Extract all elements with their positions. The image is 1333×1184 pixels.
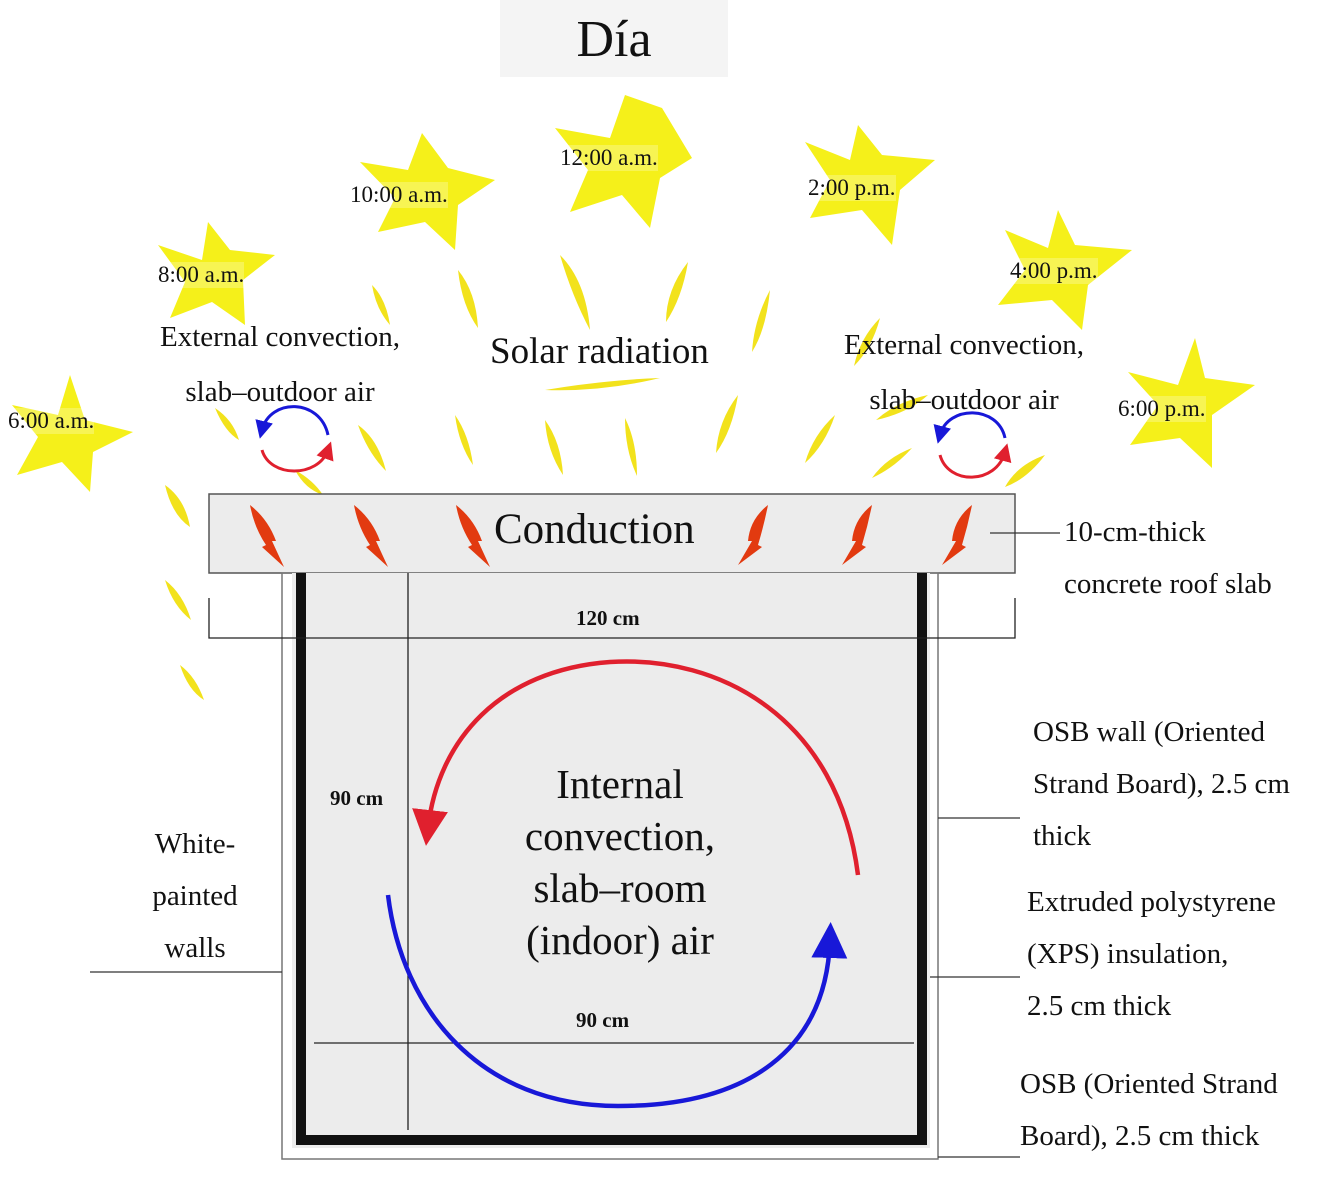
time-label-6am: 6:00 a.m. xyxy=(8,408,95,434)
external-convection-cycle-right xyxy=(933,411,1012,479)
sun-2pm-icon xyxy=(805,125,935,245)
roof-slab-line-1: 10-cm-thick xyxy=(1064,516,1206,548)
conduction-arrow-icon xyxy=(354,505,388,567)
white-walls-label: White- painted walls xyxy=(110,818,280,974)
sun-10am-icon xyxy=(360,133,495,250)
xps-line-2: (XPS) insulation, xyxy=(1027,938,1229,970)
osb-floor-line-1: OSB (Oriented Strand xyxy=(1020,1068,1278,1100)
external-convection-right-line-1: External convection, xyxy=(844,329,1084,361)
osb-floor-line-2: Board), 2.5 cm thick xyxy=(1020,1120,1260,1152)
xps-line-3: 2.5 cm thick xyxy=(1027,990,1172,1022)
internal-convection-line-3: slab–room xyxy=(533,865,707,911)
suns xyxy=(12,95,1255,492)
time-label-10am: 10:00 a.m. xyxy=(350,182,448,208)
conduction-arrow-icon xyxy=(738,505,768,565)
white-walls-line-2: painted xyxy=(152,880,238,912)
sun-6pm-icon xyxy=(1128,338,1255,468)
internal-convection-line-2: convection, xyxy=(524,813,716,859)
osb-wall-line-1: OSB wall (Oriented xyxy=(1033,716,1265,748)
internal-convection-hot-arrow xyxy=(412,659,861,876)
conduction-arrow-icon xyxy=(842,505,872,565)
white-walls-line-3: walls xyxy=(164,932,226,964)
room-interior xyxy=(292,573,930,1148)
time-label-2pm: 2:00 p.m. xyxy=(808,175,896,201)
inner-wall xyxy=(296,573,927,1145)
osb-wall-line-2: Strand Board), 2.5 cm xyxy=(1033,768,1290,800)
time-label-12am: 12:00 a.m. xyxy=(560,145,658,171)
sun-8am-icon xyxy=(158,222,275,325)
external-convection-cycle-left xyxy=(255,405,334,473)
external-convection-right-line-2: slab–outdoor air xyxy=(869,384,1059,416)
time-label-4pm: 4:00 p.m. xyxy=(1010,258,1098,284)
dim-height-label: 90 cm xyxy=(330,786,384,810)
osb-wall-line-3: thick xyxy=(1033,820,1091,852)
internal-convection-cold-arrow xyxy=(385,894,848,1109)
time-label-8am: 8:00 a.m. xyxy=(158,262,245,288)
external-convection-left-line-1: External convection, xyxy=(160,321,400,353)
solar-rays xyxy=(165,255,1045,700)
xps-label: Extruded polystyrene (XPS) insulation, 2… xyxy=(1027,876,1276,1032)
external-convection-right-label: External convection, slab–outdoor air xyxy=(802,318,1126,428)
page-title: Día xyxy=(576,11,652,68)
time-label-6pm: 6:00 p.m. xyxy=(1118,396,1206,422)
internal-convection-line-4: (indoor) air xyxy=(526,917,714,963)
dim-depth-label: 90 cm xyxy=(576,1008,630,1032)
internal-convection-line-1: Internal xyxy=(556,761,684,807)
title-background xyxy=(500,0,728,77)
conduction-arrow-icon xyxy=(942,505,972,565)
conduction-arrows xyxy=(250,505,972,567)
leader-lines xyxy=(90,532,1060,1158)
sun-6am-icon xyxy=(12,375,133,492)
dim-width-line xyxy=(208,598,1016,639)
dim-width-label: 120 cm xyxy=(576,606,640,630)
roof-slab-label: 10-cm-thick concrete roof slab xyxy=(1064,506,1272,610)
conduction-arrow-icon xyxy=(456,505,490,567)
conduction-arrow-icon xyxy=(250,505,284,567)
osb-floor-label: OSB (Oriented Strand Board), 2.5 cm thic… xyxy=(1020,1058,1278,1162)
conduction-label: Conduction xyxy=(494,506,695,553)
solar-radiation-label: Solar radiation xyxy=(490,331,709,372)
osb-wall-label: OSB wall (Oriented Strand Board), 2.5 cm… xyxy=(1033,706,1290,862)
external-convection-left-label: External convection, slab–outdoor air xyxy=(118,310,442,420)
dimension-lines xyxy=(208,573,1016,1130)
sun-4pm-icon xyxy=(998,210,1132,330)
white-walls-line-1: White- xyxy=(154,828,236,860)
xps-line-1: Extruded polystyrene xyxy=(1027,886,1276,918)
internal-convection-label: Internal convection, slab–room (indoor) … xyxy=(470,758,770,966)
external-convection-left-line-2: slab–outdoor air xyxy=(185,376,375,408)
roof-slab-line-2: concrete roof slab xyxy=(1064,568,1272,600)
sun-12am-icon xyxy=(555,95,692,228)
